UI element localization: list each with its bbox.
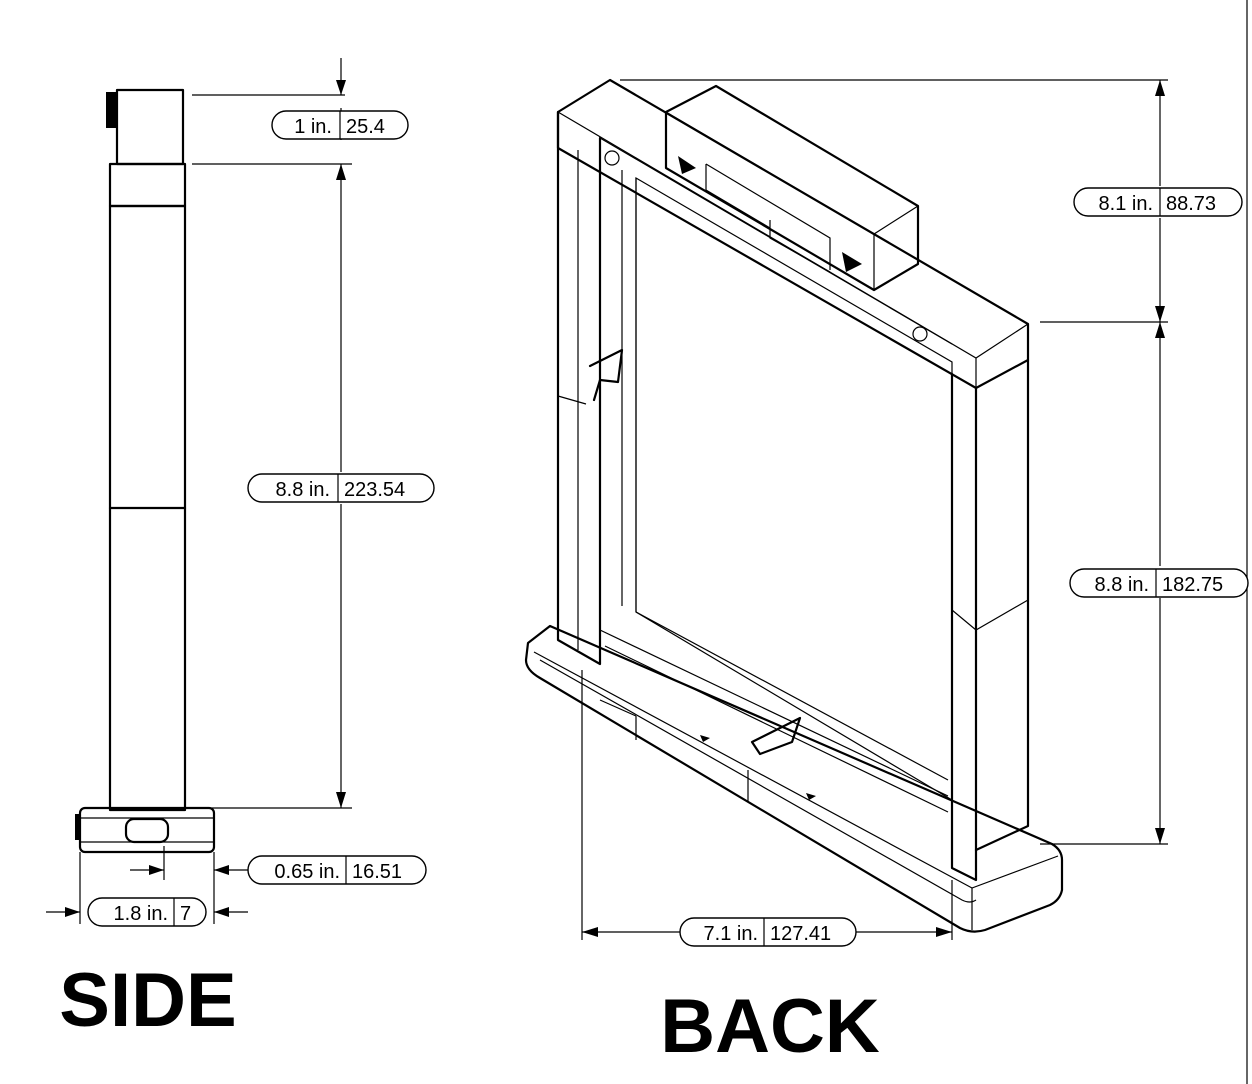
side-base-slot: [124, 817, 170, 844]
side-base: [78, 806, 216, 854]
side-collar: [108, 162, 187, 208]
dim-side-base-metric: 7: [180, 903, 191, 925]
back-top-beam: [556, 78, 1030, 390]
side-top-cap: [115, 88, 185, 166]
back-view-label: BACK: [660, 984, 880, 1069]
dim-side-base-imperial: 1.8 in.: [114, 903, 168, 925]
dim-side-cap-height: 1 in. 25.4: [271, 110, 409, 140]
dim-back-frame-metric: 182.75: [1162, 574, 1223, 596]
side-view-label: SIDE: [59, 958, 236, 1043]
dim-back-base-metric: 127.41: [770, 923, 831, 945]
dim-back-frame-height: 8.8 in. 182.75: [1069, 568, 1249, 598]
dim-side-base-width: 1.8 in. 7: [87, 897, 207, 927]
back-view: [524, 78, 1168, 940]
dim-back-base-width: 7.1 in. 127.41: [679, 917, 857, 947]
dim-back-top-imperial: 8.1 in.: [1099, 193, 1153, 215]
dim-back-frame-imperial: 8.8 in.: [1095, 574, 1149, 596]
back-window: [635, 176, 953, 802]
dim-back-base-imperial: 7.1 in.: [704, 923, 758, 945]
side-view: [46, 58, 352, 924]
dim-side-slot-imperial: 0.65 in.: [274, 861, 340, 883]
side-top-clip: [106, 92, 117, 128]
dim-side-slot-offset: 0.65 in. 16.51: [247, 855, 427, 885]
dim-side-cap-metric: 25.4: [346, 116, 385, 138]
dim-side-slot-metric: 16.51: [352, 861, 402, 883]
dim-side-post-imperial: 8.8 in.: [276, 479, 330, 501]
dim-back-top-metric: 88.73: [1166, 193, 1216, 215]
back-left-post: [556, 110, 602, 666]
dim-side-post-height: 8.8 in. 223.54: [247, 473, 435, 503]
back-base-plate: [524, 624, 1064, 933]
back-rail-break: [750, 716, 802, 756]
back-left-break: [588, 348, 624, 402]
dim-side-cap-imperial: 1 in.: [294, 116, 332, 138]
back-handle-block: [664, 84, 920, 292]
dim-side-post-metric: 223.54: [344, 479, 405, 501]
back-right-post-side: [974, 358, 1030, 852]
dim-back-top-height: 8.1 in. 88.73: [1073, 187, 1243, 217]
